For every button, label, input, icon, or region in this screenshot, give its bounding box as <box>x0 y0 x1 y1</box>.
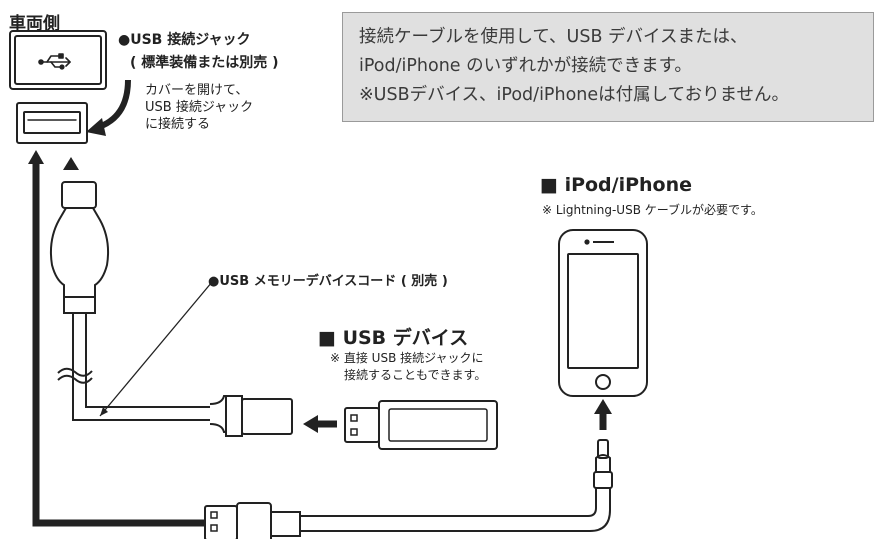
cable-label: ●USB メモリーデバイスコード ( 別売 ) <box>208 274 448 289</box>
usb-port-icon <box>16 102 88 144</box>
usb-device-note-line: 接続することもできます。 <box>344 368 487 382</box>
usb-device-heading: ■ USB デバイス <box>318 327 469 349</box>
cable-label-leader <box>99 281 213 417</box>
usb-symbol-icon <box>38 53 71 70</box>
usb-device-note-line: ※ 直接 USB 接続ジャックに <box>330 351 484 365</box>
usb-stick-icon <box>344 400 498 450</box>
iphone-cable-route <box>28 150 205 527</box>
usb-memory-cord <box>49 157 293 437</box>
vehicle-side-label: 車両側 <box>9 14 60 34</box>
instruction-line: に接続する <box>145 117 211 132</box>
curved-arrow-icon <box>86 79 131 136</box>
lightning-usb-cable <box>204 439 613 539</box>
ipod-heading: ■ iPod/iPhone <box>540 174 693 196</box>
usb-device-note: ※ 直接 USB 接続ジャックに 接続することもできます。 <box>330 350 486 384</box>
instruction-line: USB 接続ジャック <box>145 100 254 115</box>
info-box: 接続ケーブルを使用して、USB デバイスまたは、 iPod/iPhone のいず… <box>342 12 874 122</box>
info-line: ※USBデバイス、iPod/iPhoneは付属しておりません。 <box>359 85 790 105</box>
ipod-note: ※ Lightning-USB ケーブルが必要です。 <box>542 203 763 217</box>
usb-jack-cover-icon <box>9 30 107 90</box>
instruction-line: カバーを開けて、 <box>145 83 249 98</box>
info-line: iPod/iPhone のいずれかが接続できます。 <box>359 56 692 76</box>
left-arrow-icon <box>303 415 337 433</box>
up-arrow-icon <box>594 399 612 430</box>
info-line: 接続ケーブルを使用して、USB デバイスまたは、 <box>359 27 748 47</box>
usb-jack-subtitle: ( 標準装備または別売 ) <box>130 55 279 71</box>
usb-jack-instruction: カバーを開けて、 USB 接続ジャック に接続する <box>145 82 253 133</box>
smartphone-icon <box>558 229 648 397</box>
leader-arrowhead <box>100 407 108 416</box>
usb-jack-title: ●USB 接続ジャック <box>118 32 251 48</box>
